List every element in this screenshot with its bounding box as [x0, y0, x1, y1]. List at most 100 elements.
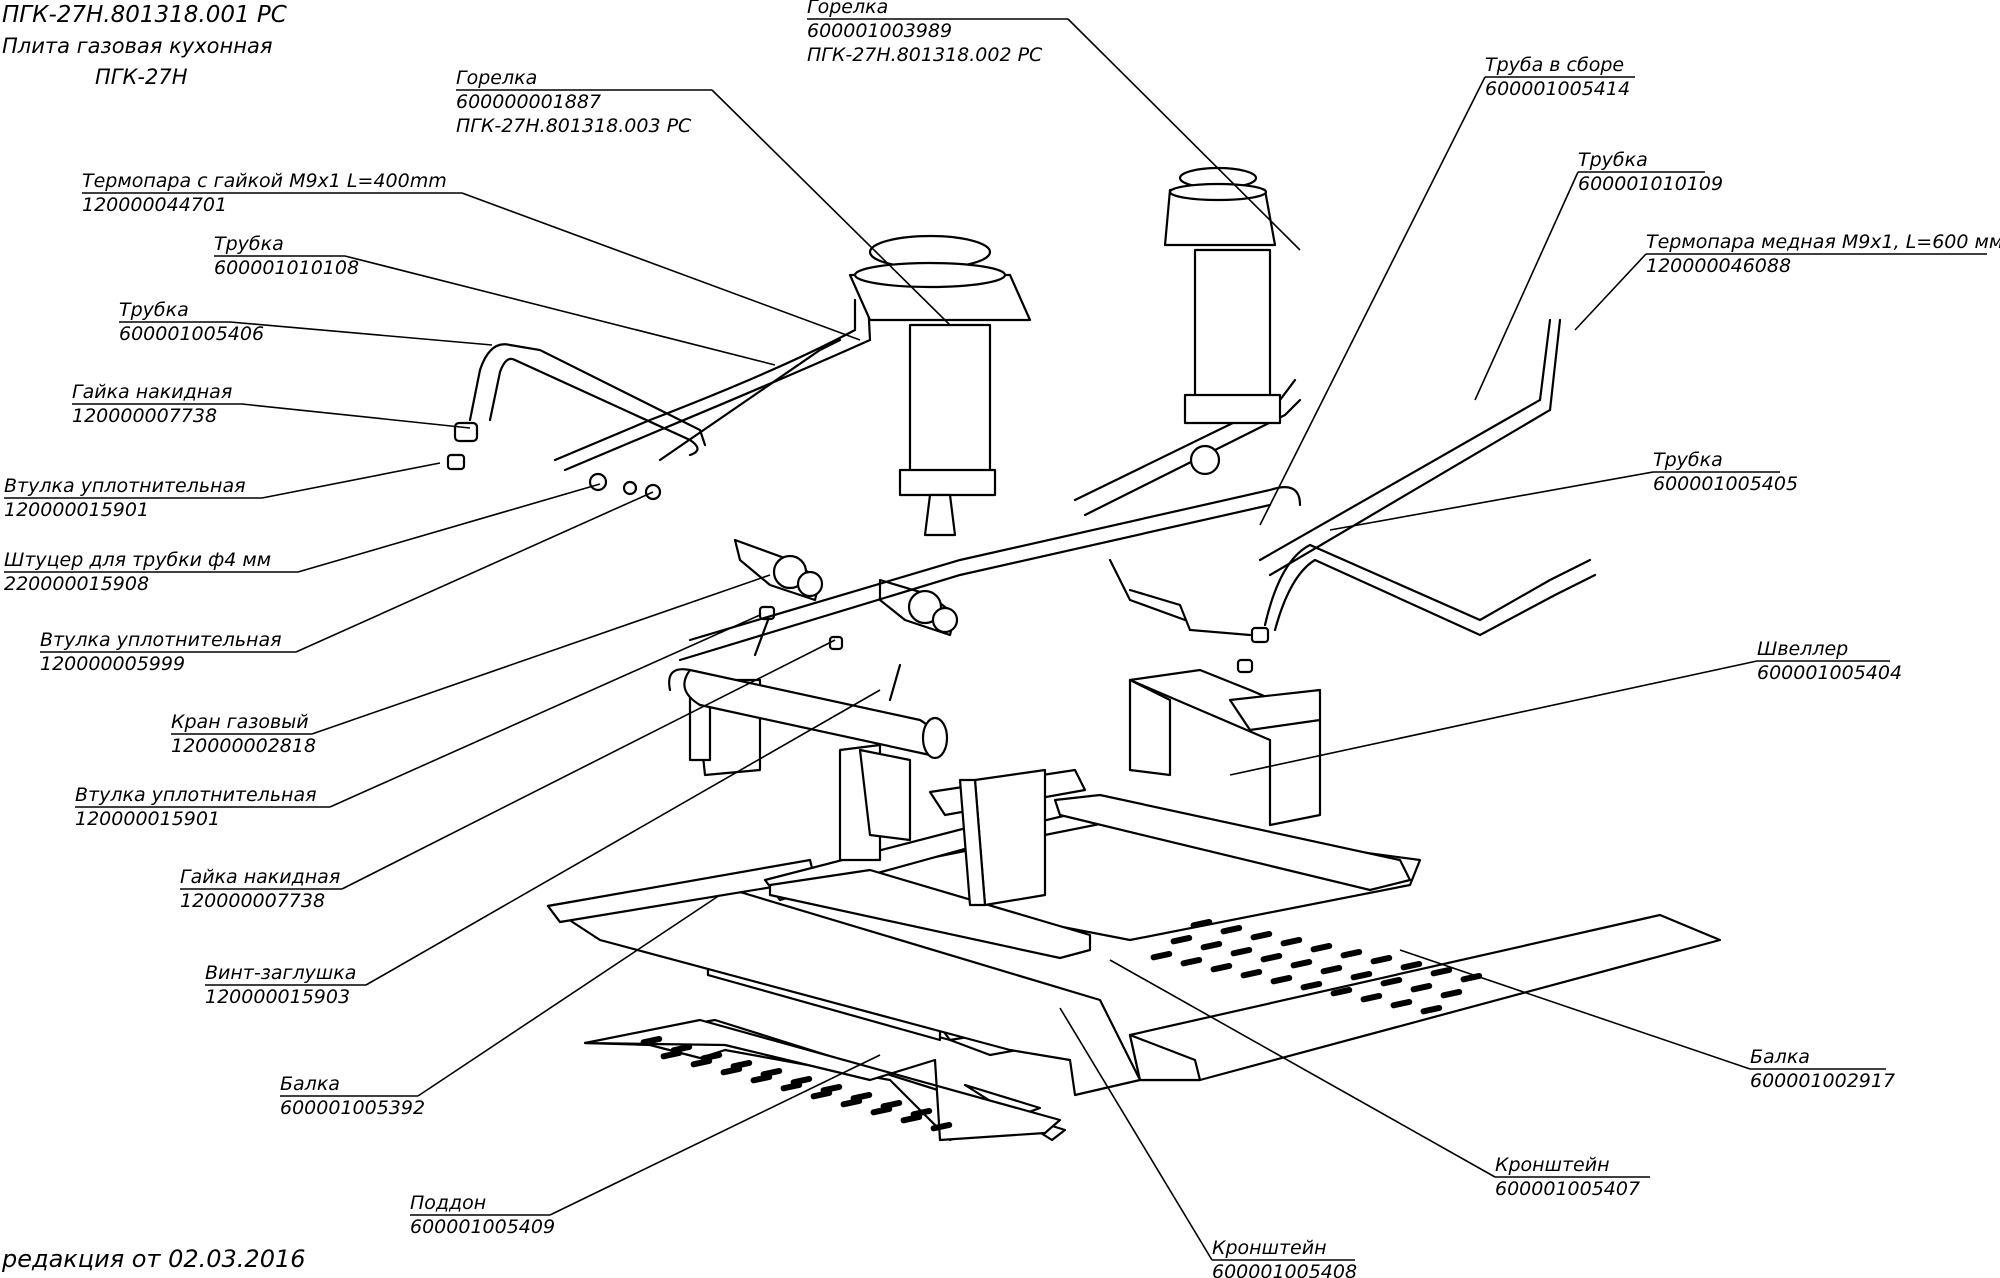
leader-line — [1059, 1007, 1213, 1261]
callout-code: ПГК-27Н.801318.002 РС — [807, 44, 1043, 66]
vent-slot — [1300, 980, 1323, 991]
vent-slot — [1430, 966, 1453, 977]
callout-23: Кронштейн 600001005408 — [1059, 1007, 1357, 1278]
callout-code: 120000002818 — [171, 735, 316, 757]
callout-code: 120000046088 — [1646, 255, 1791, 277]
tubes-part — [468, 298, 1597, 662]
vent-slot — [1200, 940, 1223, 951]
frame-chassis-part — [546, 810, 1722, 1097]
callout-code: 120000044701 — [82, 194, 227, 216]
vent-slot — [840, 1097, 863, 1108]
vent-slot — [1270, 974, 1293, 985]
vent-slot — [1380, 976, 1403, 987]
vent-slot — [1390, 998, 1413, 1009]
leader-line — [711, 89, 951, 326]
callout-code: 220000015908 — [4, 573, 149, 595]
callout-name: Балка — [280, 1073, 340, 1095]
leader-line — [1229, 660, 1758, 776]
callout-code: ПГК-27Н.801318.003 РС — [456, 115, 692, 137]
callout-name: Термопара медная М9х1, L=600 мм — [1646, 231, 2000, 253]
vent-slot — [900, 1113, 923, 1124]
vent-slot — [1330, 986, 1353, 997]
vent-slot — [1180, 956, 1203, 967]
leader-line — [1109, 959, 1496, 1178]
leader-line — [1574, 253, 1647, 331]
vent-slot — [750, 1073, 773, 1084]
callout-code: 120000015901 — [75, 808, 220, 830]
leader-line — [461, 192, 861, 341]
leader-line — [1474, 171, 1579, 401]
vent-slot — [660, 1049, 683, 1060]
leader-line — [365, 689, 881, 986]
callout-code: 120000007738 — [180, 890, 325, 912]
tray-part — [583, 1018, 1067, 1142]
leader-line — [341, 639, 836, 890]
callout-code: 600001005408 — [1212, 1261, 1357, 1278]
callout-6: Термопара с гайкой М9х1 L=400mm120000044… — [82, 170, 861, 341]
callout-name: Втулка уплотнительная — [40, 629, 282, 651]
vent-slot — [870, 1105, 893, 1116]
callout-code: 120000007738 — [72, 405, 217, 427]
callout-5: Термопара медная М9х1, L=600 мм120000046… — [1574, 231, 2000, 331]
vent-slot — [1350, 970, 1373, 981]
callout-code: 120000015901 — [4, 499, 149, 521]
leader-line — [344, 255, 776, 366]
callout-code: 120000015903 — [205, 986, 350, 1008]
leader-line — [1067, 18, 1301, 251]
callout-code: 600001005407 — [1495, 1178, 1640, 1200]
vent-slot — [690, 1057, 713, 1068]
callout-code: 600001010108 — [214, 257, 359, 279]
vent-slot — [1190, 918, 1213, 929]
document-model: ПГК-27Н — [95, 65, 188, 89]
callout-name: Труба в сборе — [1485, 54, 1624, 76]
revision-note: редакция от 02.03.2016 — [2, 1245, 306, 1273]
vent-slot — [1440, 988, 1463, 999]
callout-code: 600001005414 — [1485, 78, 1630, 100]
callout-code: 600001003989 — [807, 20, 952, 42]
callout-name: Кронштейн — [1212, 1237, 1327, 1259]
callout-name: Кронштейн — [1495, 1154, 1610, 1176]
burner-small-part — [1163, 166, 1282, 476]
gas-valve-part — [733, 538, 959, 702]
callout-name: Кран газовый — [171, 711, 309, 733]
vent-slot — [1310, 942, 1333, 953]
callout-code: 600001005406 — [119, 323, 264, 345]
vent-slot — [810, 1089, 833, 1100]
callout-code: 600001005392 — [280, 1097, 425, 1119]
callout-code: 600001002917 — [1750, 1070, 1895, 1092]
vent-slot — [1290, 958, 1313, 969]
gas-manifold-part — [668, 668, 949, 862]
vent-slot — [1170, 934, 1193, 945]
vent-slot — [1320, 964, 1343, 975]
callout-code: 600001010109 — [1578, 173, 1723, 195]
fittings-part — [446, 421, 1270, 674]
vent-slot — [1370, 954, 1393, 965]
vent-slot — [1360, 992, 1383, 1003]
vent-slot — [1250, 930, 1273, 941]
callout-name: Гайка накидная — [180, 866, 340, 888]
leader-line — [417, 894, 721, 1097]
leader-line — [1399, 949, 1751, 1070]
vent-slot — [1260, 952, 1283, 963]
callout-name: Горелка — [456, 67, 537, 89]
callout-name: Трубка — [1653, 449, 1723, 471]
callout-name: Винт-заглушка — [205, 962, 356, 984]
leader-line — [311, 574, 771, 735]
beam-part — [768, 768, 1412, 960]
callout-name: Трубка — [119, 299, 189, 321]
